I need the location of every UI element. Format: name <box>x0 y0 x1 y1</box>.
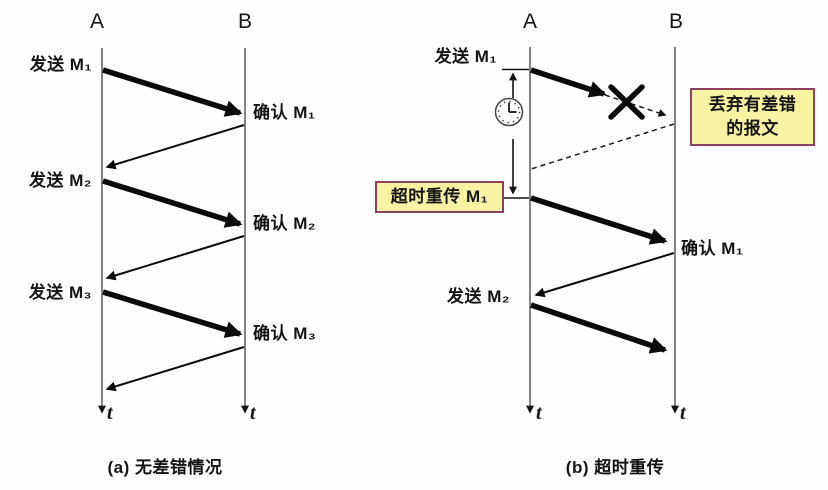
panel-a-ack-m3-label: 确认 M₃ <box>253 324 317 343</box>
send-arrow-m1 <box>102 67 243 117</box>
panel-a-send-m2-label: 发送 M₂ <box>29 171 92 190</box>
panel-a-send-m3-label: 发送 M₃ <box>28 283 92 302</box>
panel-a-host-b-label: B <box>237 10 252 33</box>
ack-arrow-m1 <box>105 124 245 170</box>
panel-a-time-label-a: t <box>107 402 113 424</box>
panel-b-host-a-label: A <box>522 10 537 33</box>
panel-a-send-m1-label: 发送 M₁ <box>29 55 92 74</box>
panel-b-ack-m1-label: 确认 M₁ <box>681 239 744 258</box>
dashed-corrupted-path <box>604 94 667 117</box>
timeout-retransmit-text: 超时重传 M₁ <box>390 187 489 206</box>
panel-b-send-m1-label: 发送 M₁ <box>434 47 497 66</box>
panel-a-ack-m2-label: 确认 M₂ <box>253 214 316 233</box>
panel-a-host-a-label: A <box>89 10 104 33</box>
discard-box-line2: 的报文 <box>726 119 779 138</box>
panel-b-time-label-a: t <box>536 402 542 424</box>
send-arrow-m3 <box>102 289 243 338</box>
send-arrow-m2 <box>102 178 243 228</box>
retransmit-arrow-m1 <box>530 195 668 245</box>
ack-arrow-m1-b <box>534 252 675 298</box>
send-arrow-m2-b <box>530 302 668 354</box>
discard-errored-frame-box: 丢弃有差错 的报文 <box>690 88 815 146</box>
ack-arrow-m2 <box>105 235 245 281</box>
panel-a-time-label-b: t <box>250 402 256 424</box>
ack-arrow-m3 <box>105 346 245 392</box>
send-arrow-m1-lost <box>530 67 607 98</box>
clock-icon <box>494 97 524 127</box>
panel-a-ack-m1-label: 确认 M₁ <box>253 103 316 122</box>
panel-b-host-b-label: B <box>668 10 683 33</box>
discard-box-line1: 丢弃有差错 <box>708 95 797 114</box>
panel-b-caption: (b) 超时重传 <box>565 458 665 477</box>
dashed-missing-ack-path <box>530 123 675 170</box>
panel-b-send-m2-label: 发送 M₂ <box>447 287 510 306</box>
x-lost-icon <box>608 84 645 120</box>
panel-a-caption: (a) 无差错情况 <box>107 458 223 477</box>
panel-b-time-label-b: t <box>680 402 686 424</box>
timeout-retransmit-box: 超时重传 M₁ <box>375 181 504 213</box>
